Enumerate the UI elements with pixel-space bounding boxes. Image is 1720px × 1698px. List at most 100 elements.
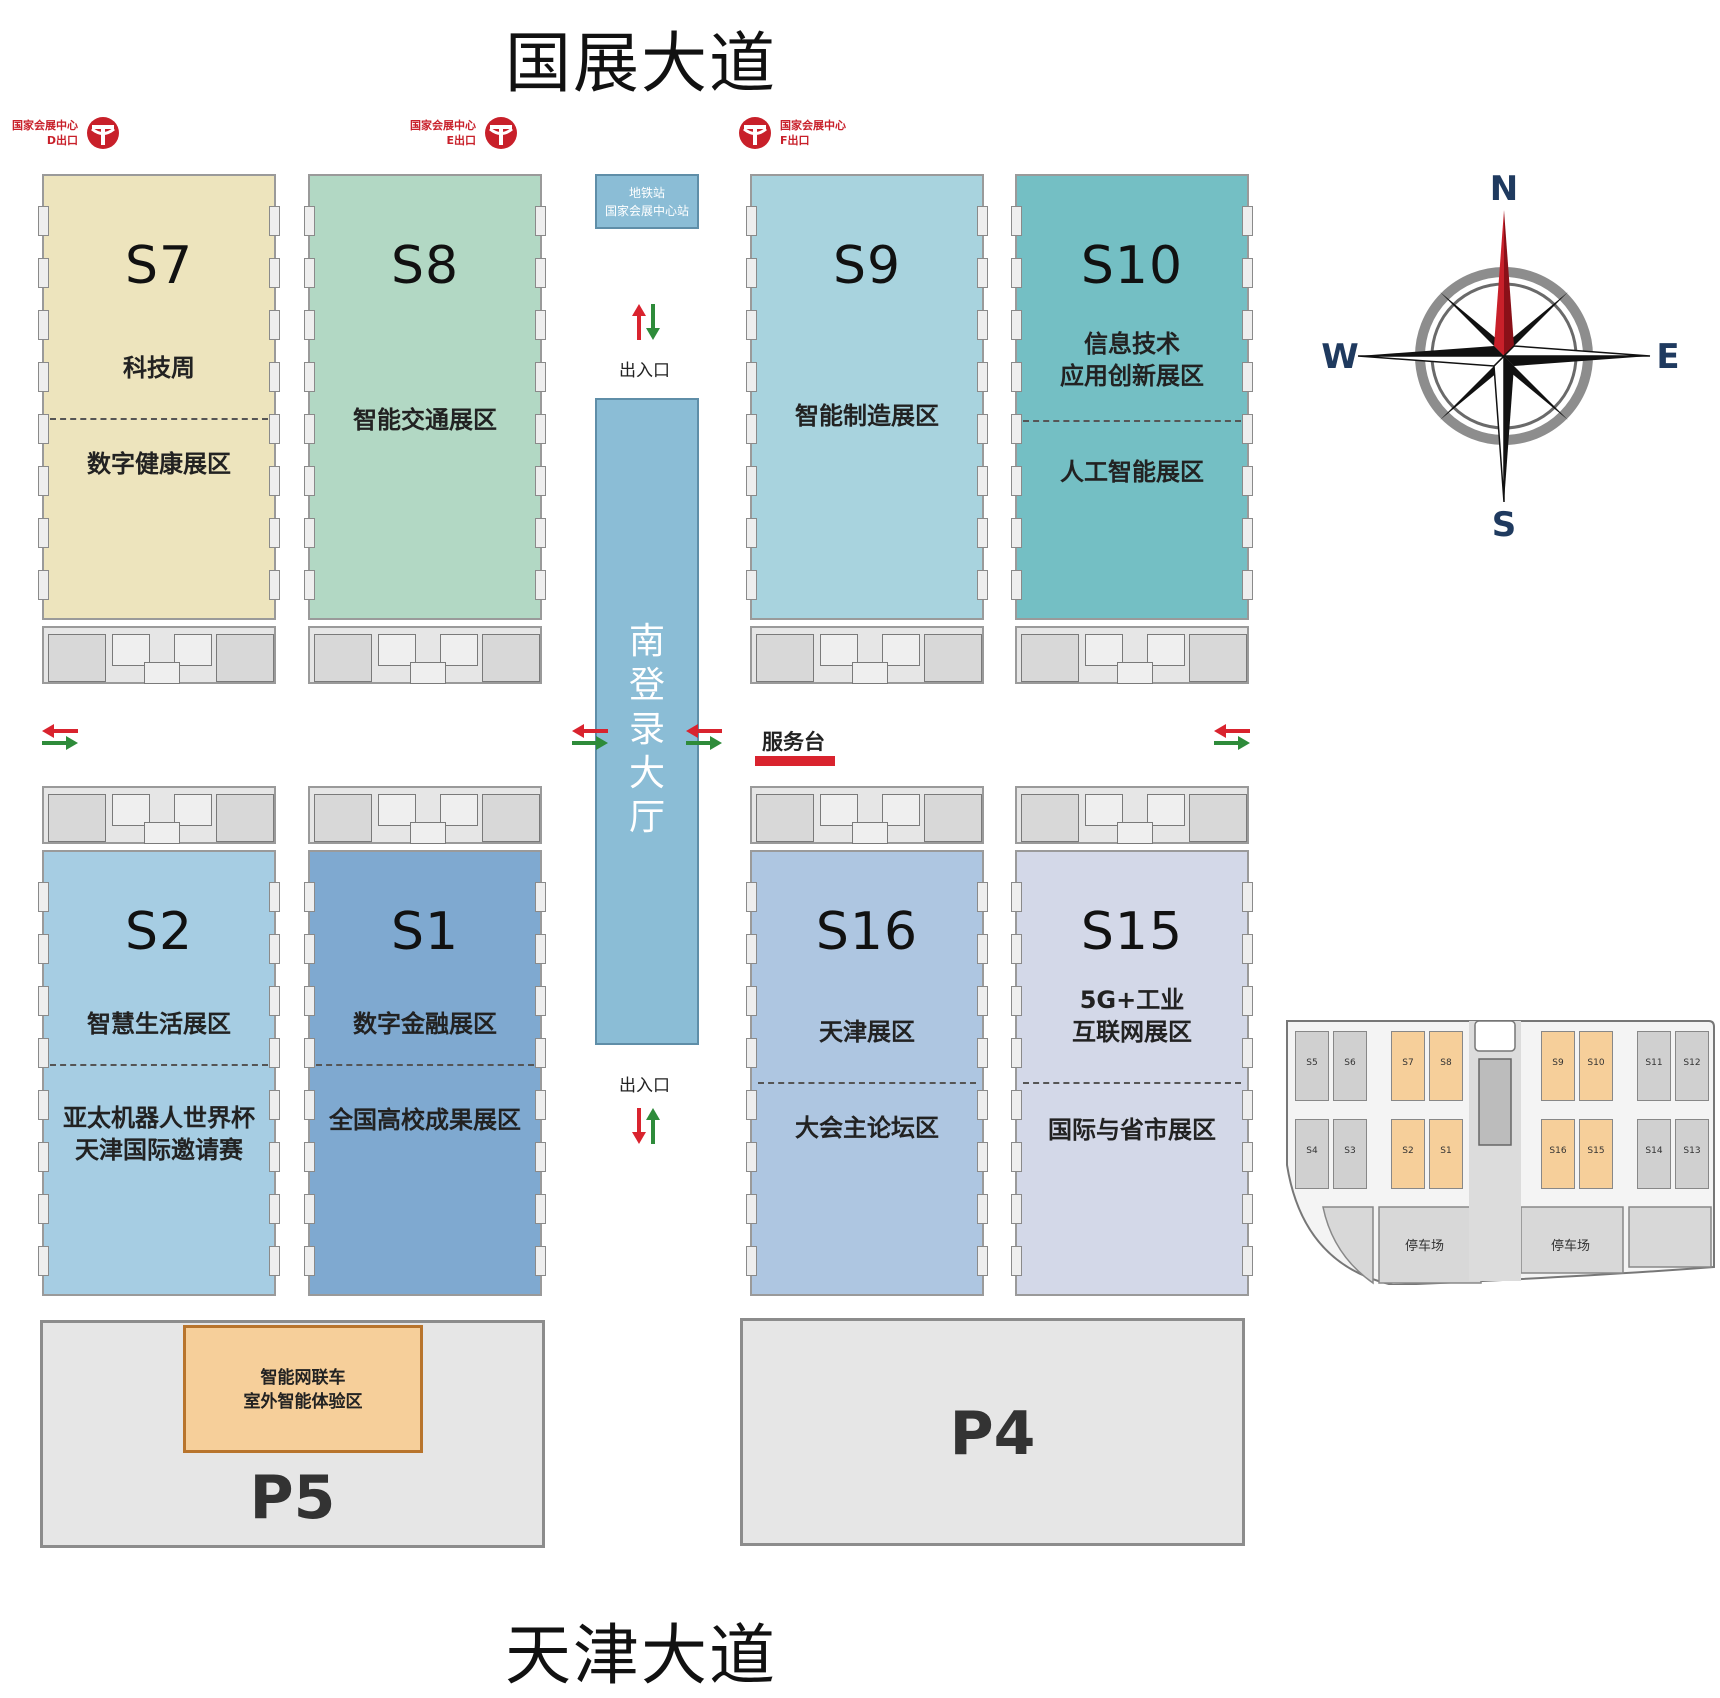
parking-code: P5 <box>249 1463 336 1533</box>
hall-zone: 智慧生活展区 <box>87 1010 231 1038</box>
hall-window <box>977 1038 988 1068</box>
zone-divider <box>316 1064 534 1066</box>
hall-window <box>746 1090 757 1120</box>
hall-window <box>535 414 546 444</box>
hall-window <box>38 466 49 496</box>
hall-window <box>746 986 757 1016</box>
hall-window <box>1011 206 1022 236</box>
minimap-hall: S5 <box>1295 1031 1329 1101</box>
service-room <box>756 634 814 682</box>
service-room <box>48 634 106 682</box>
parking-p5[interactable]: 智能网联车室外智能体验区 P5 <box>40 1320 545 1548</box>
zone-divider <box>50 1064 268 1066</box>
hall-s10[interactable]: S10 信息技术应用创新展区 人工智能展区 <box>1011 174 1253 620</box>
hall-code: S8 <box>390 236 460 296</box>
hall-zone: 数字金融展区 <box>353 1010 497 1038</box>
parking-p4[interactable]: P4 <box>740 1318 1245 1546</box>
hall-s16[interactable]: S16 天津展区 大会主论坛区 <box>746 850 988 1296</box>
hall-window <box>977 466 988 496</box>
minimap-hall: S15 <box>1579 1119 1613 1189</box>
hall-window <box>269 1038 280 1068</box>
hall-window <box>977 518 988 548</box>
road-north: 国展大道 <box>505 25 777 102</box>
hall-window <box>977 206 988 236</box>
service-room <box>174 794 212 826</box>
entrance-label-north: 出入口 <box>619 361 670 381</box>
service-room <box>314 794 372 842</box>
hall-window <box>1011 466 1022 496</box>
hall-window <box>746 414 757 444</box>
minimap-hall: S10 <box>1579 1031 1613 1101</box>
hall-window <box>977 310 988 340</box>
minimap-hall: S11 <box>1637 1031 1671 1101</box>
hall-s8[interactable]: S8 智能交通展区 <box>304 174 546 620</box>
hall-s2[interactable]: S2 智慧生活展区 亚太机器人世界杯天津国际邀请赛 <box>38 850 280 1296</box>
hall-window <box>746 310 757 340</box>
hall-window <box>535 1142 546 1172</box>
hall-window <box>746 1246 757 1276</box>
hall-window <box>269 1194 280 1224</box>
zone-divider <box>1023 420 1241 422</box>
hall-window <box>977 986 988 1016</box>
hall-s15[interactable]: S15 5G+工业互联网展区 国际与省市展区 <box>1011 850 1253 1296</box>
hall-window <box>1011 1038 1022 1068</box>
hall-window <box>1242 310 1253 340</box>
hall-window <box>269 934 280 964</box>
hall-window <box>38 1038 49 1068</box>
metro-station[interactable]: 地铁站国家会展中心站 <box>595 174 699 229</box>
hall-window <box>38 362 49 392</box>
hall-window <box>1242 466 1253 496</box>
hall-service-block <box>1015 626 1249 684</box>
lobby-char: 厅 <box>628 797 665 838</box>
zone-divider <box>758 1082 976 1084</box>
left-right-arrow-icon <box>1214 724 1250 750</box>
compass-e: E <box>1656 337 1679 377</box>
hall-window <box>746 258 757 288</box>
hall-window <box>746 1194 757 1224</box>
hall-service-block <box>308 786 542 844</box>
hall-window <box>269 518 280 548</box>
lobby-char: 大 <box>628 753 665 794</box>
hall-window <box>304 258 315 288</box>
hall-window <box>1011 310 1022 340</box>
hall-zone: 全国高校成果展区 <box>329 1106 521 1134</box>
hall-s1[interactable]: S1 数字金融展区 全国高校成果展区 <box>304 850 546 1296</box>
hall-zone: 智能制造展区 <box>795 402 939 430</box>
minimap-hall: S3 <box>1333 1119 1367 1189</box>
service-room <box>440 794 478 826</box>
hall-window <box>1011 518 1022 548</box>
service-room <box>48 794 106 842</box>
hall-window <box>977 882 988 912</box>
hall-window <box>38 1090 49 1120</box>
minimap-hall: S9 <box>1541 1031 1575 1101</box>
hall-window <box>269 258 280 288</box>
outdoor-experience-area[interactable]: 智能网联车室外智能体验区 <box>183 1325 423 1453</box>
left-right-arrow-icon <box>686 724 722 750</box>
hall-code: S9 <box>832 236 902 296</box>
hall-window <box>1011 1246 1022 1276</box>
hall-window <box>977 1090 988 1120</box>
hall-window <box>304 882 315 912</box>
hall-s7[interactable]: S7 科技周 数字健康展区 <box>38 174 280 620</box>
hall-window <box>746 570 757 600</box>
hall-zone: 人工智能展区 <box>1060 458 1204 486</box>
hall-window <box>977 258 988 288</box>
compass-n: N <box>1490 170 1518 209</box>
compass-w: W <box>1322 337 1359 377</box>
hall-window <box>535 934 546 964</box>
service-room <box>216 794 274 842</box>
service-desk-marker[interactable] <box>755 756 835 766</box>
south-registration-lobby[interactable]: 南 登 录 大 厅 <box>595 398 699 1045</box>
hall-window <box>304 570 315 600</box>
hall-window <box>977 414 988 444</box>
hall-s9[interactable]: S9 智能制造展区 <box>746 174 988 620</box>
hall-code: S15 <box>1080 902 1184 962</box>
service-room <box>1085 794 1123 826</box>
hall-code: S2 <box>124 902 194 962</box>
hall-window <box>1242 986 1253 1016</box>
hall-window <box>38 206 49 236</box>
hall-window <box>535 258 546 288</box>
